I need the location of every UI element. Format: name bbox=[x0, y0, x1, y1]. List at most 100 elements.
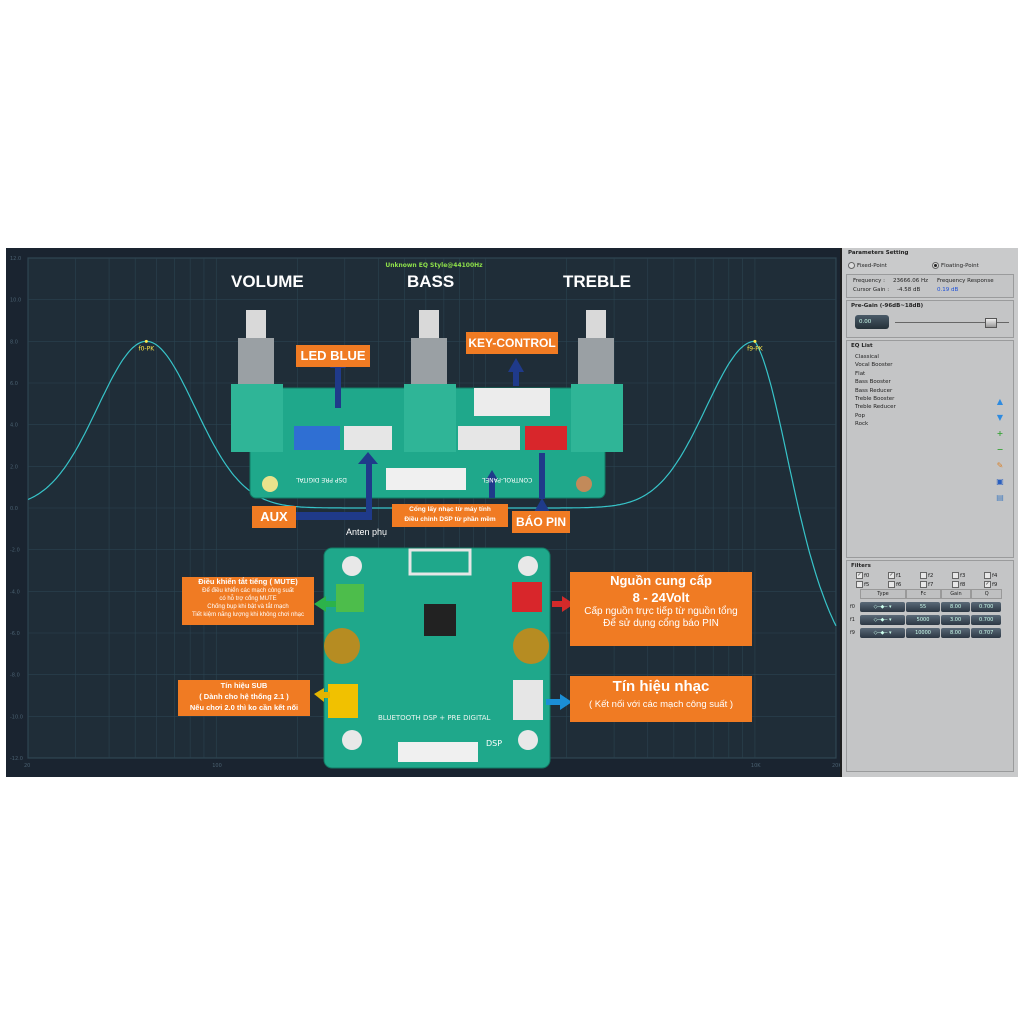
filter-checkbox-f0[interactable]: ✓f0 bbox=[856, 572, 869, 579]
pregain-slider-thumb[interactable] bbox=[984, 318, 997, 328]
filter-checkbox-f6[interactable]: f6 bbox=[888, 581, 901, 588]
checkbox-box: ✓ bbox=[984, 581, 991, 588]
eq-preset-item[interactable]: Flat bbox=[855, 370, 866, 377]
filter-checkbox-label: f5 bbox=[864, 582, 870, 588]
floating-point-radio[interactable]: Floating-Point bbox=[932, 262, 979, 269]
x-tick-label: 10K bbox=[751, 763, 761, 769]
pregain-slider-track[interactable] bbox=[895, 322, 1009, 323]
filter-q-input[interactable]: 0.700 bbox=[971, 615, 1001, 625]
filter-checkbox-f5[interactable]: f5 bbox=[856, 581, 869, 588]
y-tick-label: 0.0 bbox=[10, 506, 18, 512]
filter-checkbox-f2[interactable]: f2 bbox=[920, 572, 933, 579]
filter-header-cell: Q bbox=[971, 589, 1003, 599]
y-tick-label: 8.0 bbox=[10, 339, 18, 345]
move-down-icon[interactable]: ▼ bbox=[996, 413, 1004, 422]
filter-marker-point bbox=[753, 339, 757, 343]
radio-mark bbox=[932, 262, 939, 269]
frequency-label: Frequency : bbox=[853, 278, 886, 284]
eq-preset-item[interactable]: Bass Booster bbox=[855, 379, 891, 386]
eq-preset-item[interactable]: Classical bbox=[855, 354, 879, 360]
eq-preset-item[interactable]: Bass Reducer bbox=[855, 387, 893, 394]
frequency-value: 23666.06 Hz bbox=[893, 278, 929, 284]
filter-header-cell: Gain bbox=[940, 589, 972, 599]
filter-checkbox-f8[interactable]: f8 bbox=[952, 581, 965, 588]
led-blue-label: LED BLUE bbox=[296, 345, 370, 367]
bao-pin-connector bbox=[525, 426, 567, 450]
filter-header-cell: Type bbox=[860, 589, 907, 599]
bottom-ribbon-connector bbox=[398, 742, 478, 762]
remove-icon[interactable]: − bbox=[996, 445, 1004, 454]
eq-preset-item[interactable]: Rock bbox=[855, 421, 869, 428]
filter-checkbox-f4[interactable]: f4 bbox=[984, 572, 997, 579]
filter-checkbox-label: f1 bbox=[896, 573, 902, 579]
mount-hole bbox=[342, 556, 362, 576]
mount-hole bbox=[518, 730, 538, 750]
filter-fc-input[interactable]: 55 bbox=[906, 602, 940, 612]
filter-type-select[interactable]: ◇─◆─ ▾ bbox=[859, 602, 906, 612]
y-tick-label: -8.0 bbox=[10, 673, 20, 679]
filter-checkbox-label: f3 bbox=[960, 573, 966, 579]
y-tick-label: -4.0 bbox=[10, 589, 20, 595]
mute-connector bbox=[336, 584, 364, 612]
filter-fc-input[interactable]: 5000 bbox=[906, 615, 940, 625]
filter-checkbox-f3[interactable]: f3 bbox=[952, 572, 965, 579]
filter-marker-label: f9-PK bbox=[747, 345, 764, 352]
key-control-connector bbox=[474, 388, 550, 416]
filter-q-input[interactable]: 0.707 bbox=[971, 628, 1001, 638]
fixed-point-radio[interactable]: Fixed-Point bbox=[848, 262, 887, 269]
filter-checkbox-f1[interactable]: ✓f1 bbox=[888, 572, 901, 579]
filter-checkbox-label: f7 bbox=[928, 582, 934, 588]
filter-checkbox-label: f0 bbox=[864, 573, 870, 579]
y-tick-label: -12.0 bbox=[10, 756, 23, 762]
readout-box: Frequency : 23666.06 Hz Frequency Respon… bbox=[846, 274, 1014, 298]
y-tick-label: 2.0 bbox=[10, 464, 18, 470]
filter-checkbox-label: f6 bbox=[896, 582, 902, 588]
filter-q-input[interactable]: 0.700 bbox=[971, 602, 1001, 612]
volume-heading: VOLUME bbox=[231, 272, 304, 291]
checkbox-box bbox=[984, 572, 991, 579]
y-tick-label: 12.0 bbox=[10, 256, 21, 262]
filter-checkbox-f7[interactable]: f7 bbox=[920, 581, 933, 588]
sub-line1: ( Dành cho hệ thống 2.1 ) bbox=[199, 692, 289, 701]
board-illustration bbox=[231, 310, 623, 769]
eq-preset-item[interactable]: Pop bbox=[855, 412, 865, 419]
save-as-icon[interactable]: ▤ bbox=[996, 493, 1004, 502]
eq-preset-item[interactable]: Treble Booster bbox=[855, 395, 895, 402]
power-connector bbox=[512, 582, 542, 612]
edit-icon[interactable]: ✎ bbox=[996, 461, 1004, 470]
save-icon[interactable]: ▣ bbox=[996, 477, 1004, 486]
silk-dsp: DSP bbox=[486, 739, 503, 748]
filter-type-select[interactable]: ◇─◆─ ▾ bbox=[859, 628, 906, 638]
bass-knob bbox=[404, 310, 456, 452]
parameters-panel: Parameters Setting Fixed-Point Floating-… bbox=[842, 248, 1018, 777]
filter-gain-input[interactable]: 3.00 bbox=[940, 615, 971, 625]
filter-fc-input[interactable]: 10000 bbox=[906, 628, 940, 638]
treble-heading: TREBLE bbox=[563, 272, 631, 291]
filter-index: f0 bbox=[850, 604, 855, 610]
filter-gain-input[interactable]: 8.00 bbox=[940, 602, 971, 612]
eq-preset-item[interactable]: Vocal Booster bbox=[855, 362, 893, 369]
x-tick-label: 100 bbox=[212, 763, 222, 769]
move-up-icon[interactable]: ▲ bbox=[996, 397, 1004, 406]
eq-preset-item[interactable]: Treble Reducer bbox=[855, 404, 896, 411]
power-label: Nguồn cung cấp 8 - 24Volt Cấp nguồn trực… bbox=[570, 572, 752, 646]
music-label: Tín hiệu nhạc ( Kết nối với các mạch côn… bbox=[570, 676, 752, 722]
music-connector bbox=[513, 680, 543, 720]
y-tick-label: -10.0 bbox=[10, 714, 23, 720]
pregain-input[interactable]: 0.00 bbox=[855, 315, 889, 329]
bao-pin-label: BÁO PIN bbox=[512, 511, 570, 533]
mute-line3: Chống bụp khi bật và tắt mạch bbox=[207, 604, 289, 610]
filter-type-select[interactable]: ◇─◆─ ▾ bbox=[859, 615, 906, 625]
filter-gain-input[interactable]: 8.00 bbox=[940, 628, 971, 638]
dsp-board bbox=[323, 547, 551, 769]
antenna-label: Anten phụ bbox=[346, 527, 388, 537]
add-icon[interactable]: + bbox=[996, 429, 1004, 438]
checkbox-box bbox=[952, 572, 959, 579]
mute-line2: có hỗ trợ cổng MUTE bbox=[219, 596, 277, 602]
y-tick-label: 4.0 bbox=[10, 423, 18, 429]
filter-checkbox-f9[interactable]: ✓f9 bbox=[984, 581, 997, 588]
